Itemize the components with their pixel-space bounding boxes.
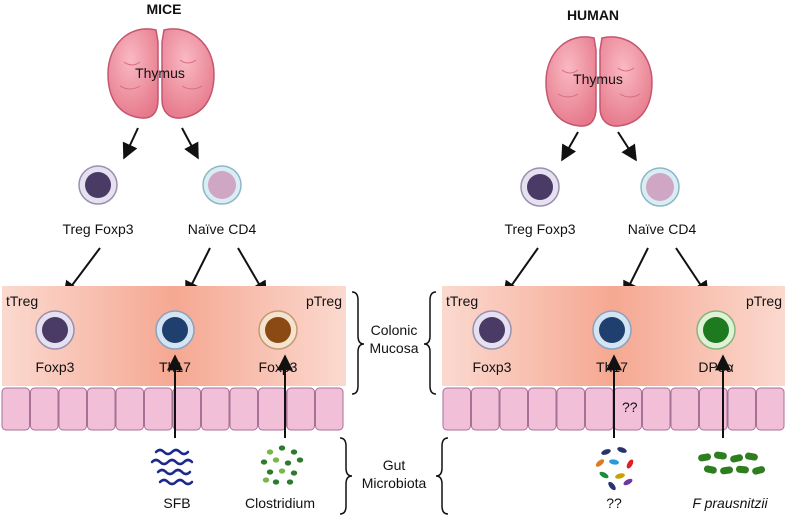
human-panel: HUMAN Thymus Treg Foxp3 Naïve CD4 tTreg …: [442, 7, 785, 511]
clostridium-dot: [262, 477, 270, 483]
epithelial-cell: [172, 387, 201, 431]
human-cell1-label: Foxp3: [473, 359, 512, 375]
mice-cell3-label: Foxp3: [259, 359, 298, 375]
human-ttreg-label: tTreg: [446, 293, 478, 309]
human-epithelium: [442, 387, 785, 431]
mice-th17-cell: [155, 310, 195, 350]
clostridium-dot: [290, 449, 298, 455]
epithelial-cell: [670, 387, 699, 431]
mice-arrow-thymus-treg: [122, 127, 139, 160]
mice-arrow-thymus-naive: [181, 127, 199, 160]
mice-cell1-label: Foxp3: [36, 359, 75, 375]
human-microbe1-label: ??: [606, 495, 622, 511]
mice-naive-label: Naïve CD4: [188, 221, 257, 237]
clostridium-dot: [284, 460, 292, 466]
mucosa-label-line1: Colonic: [371, 322, 418, 338]
mice-treg-label: Treg Foxp3: [62, 221, 133, 237]
clostridium-dot: [260, 459, 268, 465]
mice-naive-cell: [202, 165, 242, 205]
mice-foxp3-ptreg-cell: [258, 310, 298, 350]
epithelial-cell: [115, 387, 144, 431]
clostridium-bacteria-icon: [260, 445, 304, 485]
human-treg-label: Treg Foxp3: [504, 221, 575, 237]
human-microbiota-bracket: [435, 437, 449, 515]
clostridium-dot: [290, 470, 298, 476]
human-cell3-label: DP8α: [698, 359, 733, 375]
sfb-bacteria-icon: [150, 448, 194, 486]
epithelial-cell: [642, 387, 671, 431]
human-foxp3-ttreg-cell: [472, 310, 512, 350]
clostridium-dot: [296, 457, 304, 463]
epithelial-cell: [87, 387, 116, 431]
epithelial-cell: [499, 387, 528, 431]
mice-ptreg-label: pTreg: [306, 293, 342, 309]
human-dp8-cell: [696, 310, 736, 350]
epithelial-cell: [727, 387, 756, 431]
epithelial-cell: [229, 387, 258, 431]
clostridium-dot: [272, 479, 280, 485]
mice-microbiota-bracket: [339, 437, 353, 515]
human-thymus-icon: [545, 36, 653, 127]
epithelial-cell: [58, 387, 87, 431]
clostridium-dot: [278, 445, 286, 451]
human-arrow-thymus-treg: [561, 131, 579, 162]
clostridium-dot: [286, 479, 294, 485]
epithelial-cell: [144, 387, 173, 431]
epithelial-cell: [30, 387, 59, 431]
human-naive-cell: [640, 167, 680, 207]
human-thymus-label: Thymus: [573, 71, 623, 87]
epithelial-cell: [258, 387, 287, 431]
clostridium-dot: [272, 457, 280, 463]
mice-title: MICE: [147, 1, 182, 17]
human-mucosa-bracket: [423, 291, 437, 395]
epithelial-cell: [315, 387, 344, 431]
mice-mucosa-bracket: [351, 291, 365, 395]
human-title: HUMAN: [567, 7, 619, 23]
f-prausnitzii-bacteria-icon: [698, 451, 766, 475]
mice-epithelium: [1, 387, 344, 431]
microbiota-label-line1: Gut: [383, 457, 406, 473]
human-treg-cell: [520, 167, 560, 207]
human-arrow-thymus-naive: [617, 131, 637, 162]
human-naive-label: Naïve CD4: [628, 221, 697, 237]
clostridium-dot: [266, 469, 274, 475]
mice-foxp3-ttreg-cell: [35, 310, 75, 350]
epithelial-cell: [471, 387, 500, 431]
mice-treg-cell: [78, 165, 118, 205]
mice-ttreg-label: tTreg: [6, 293, 38, 309]
epithelial-cell: [556, 387, 585, 431]
clostridium-dot: [278, 468, 286, 474]
unknown-bacteria-icon: [595, 447, 634, 491]
epithelial-cell: [201, 387, 230, 431]
mucosa-label-line2: Mucosa: [369, 340, 418, 356]
human-unknown-mark: ??: [622, 399, 638, 415]
epithelial-cell: [1, 387, 30, 431]
epithelial-cell: [756, 387, 785, 431]
center-labels: Colonic Mucosa Gut Microbiota: [339, 291, 449, 515]
mice-panel: MICE Thymus Treg Foxp3 Naïve CD4 tTreg p…: [1, 1, 346, 511]
mice-thymus-label: Thymus: [135, 65, 185, 81]
human-cell2-label: Th17: [596, 359, 628, 375]
epithelial-cell: [286, 387, 315, 431]
epithelial-cell: [699, 387, 728, 431]
mice-thymus-icon: [107, 28, 215, 119]
clostridium-dot: [266, 449, 274, 455]
microbiota-label-line2: Microbiota: [362, 475, 427, 491]
mice-microbe1-label: SFB: [163, 495, 190, 511]
epithelial-cell: [442, 387, 471, 431]
human-ptreg-label: pTreg: [746, 293, 782, 309]
epithelial-cell: [528, 387, 557, 431]
human-microbe2-label: F prausnitzii: [692, 495, 768, 511]
human-th17-cell: [592, 310, 632, 350]
epithelial-cell: [585, 387, 614, 431]
mice-microbe2-label: Clostridium: [245, 495, 315, 511]
